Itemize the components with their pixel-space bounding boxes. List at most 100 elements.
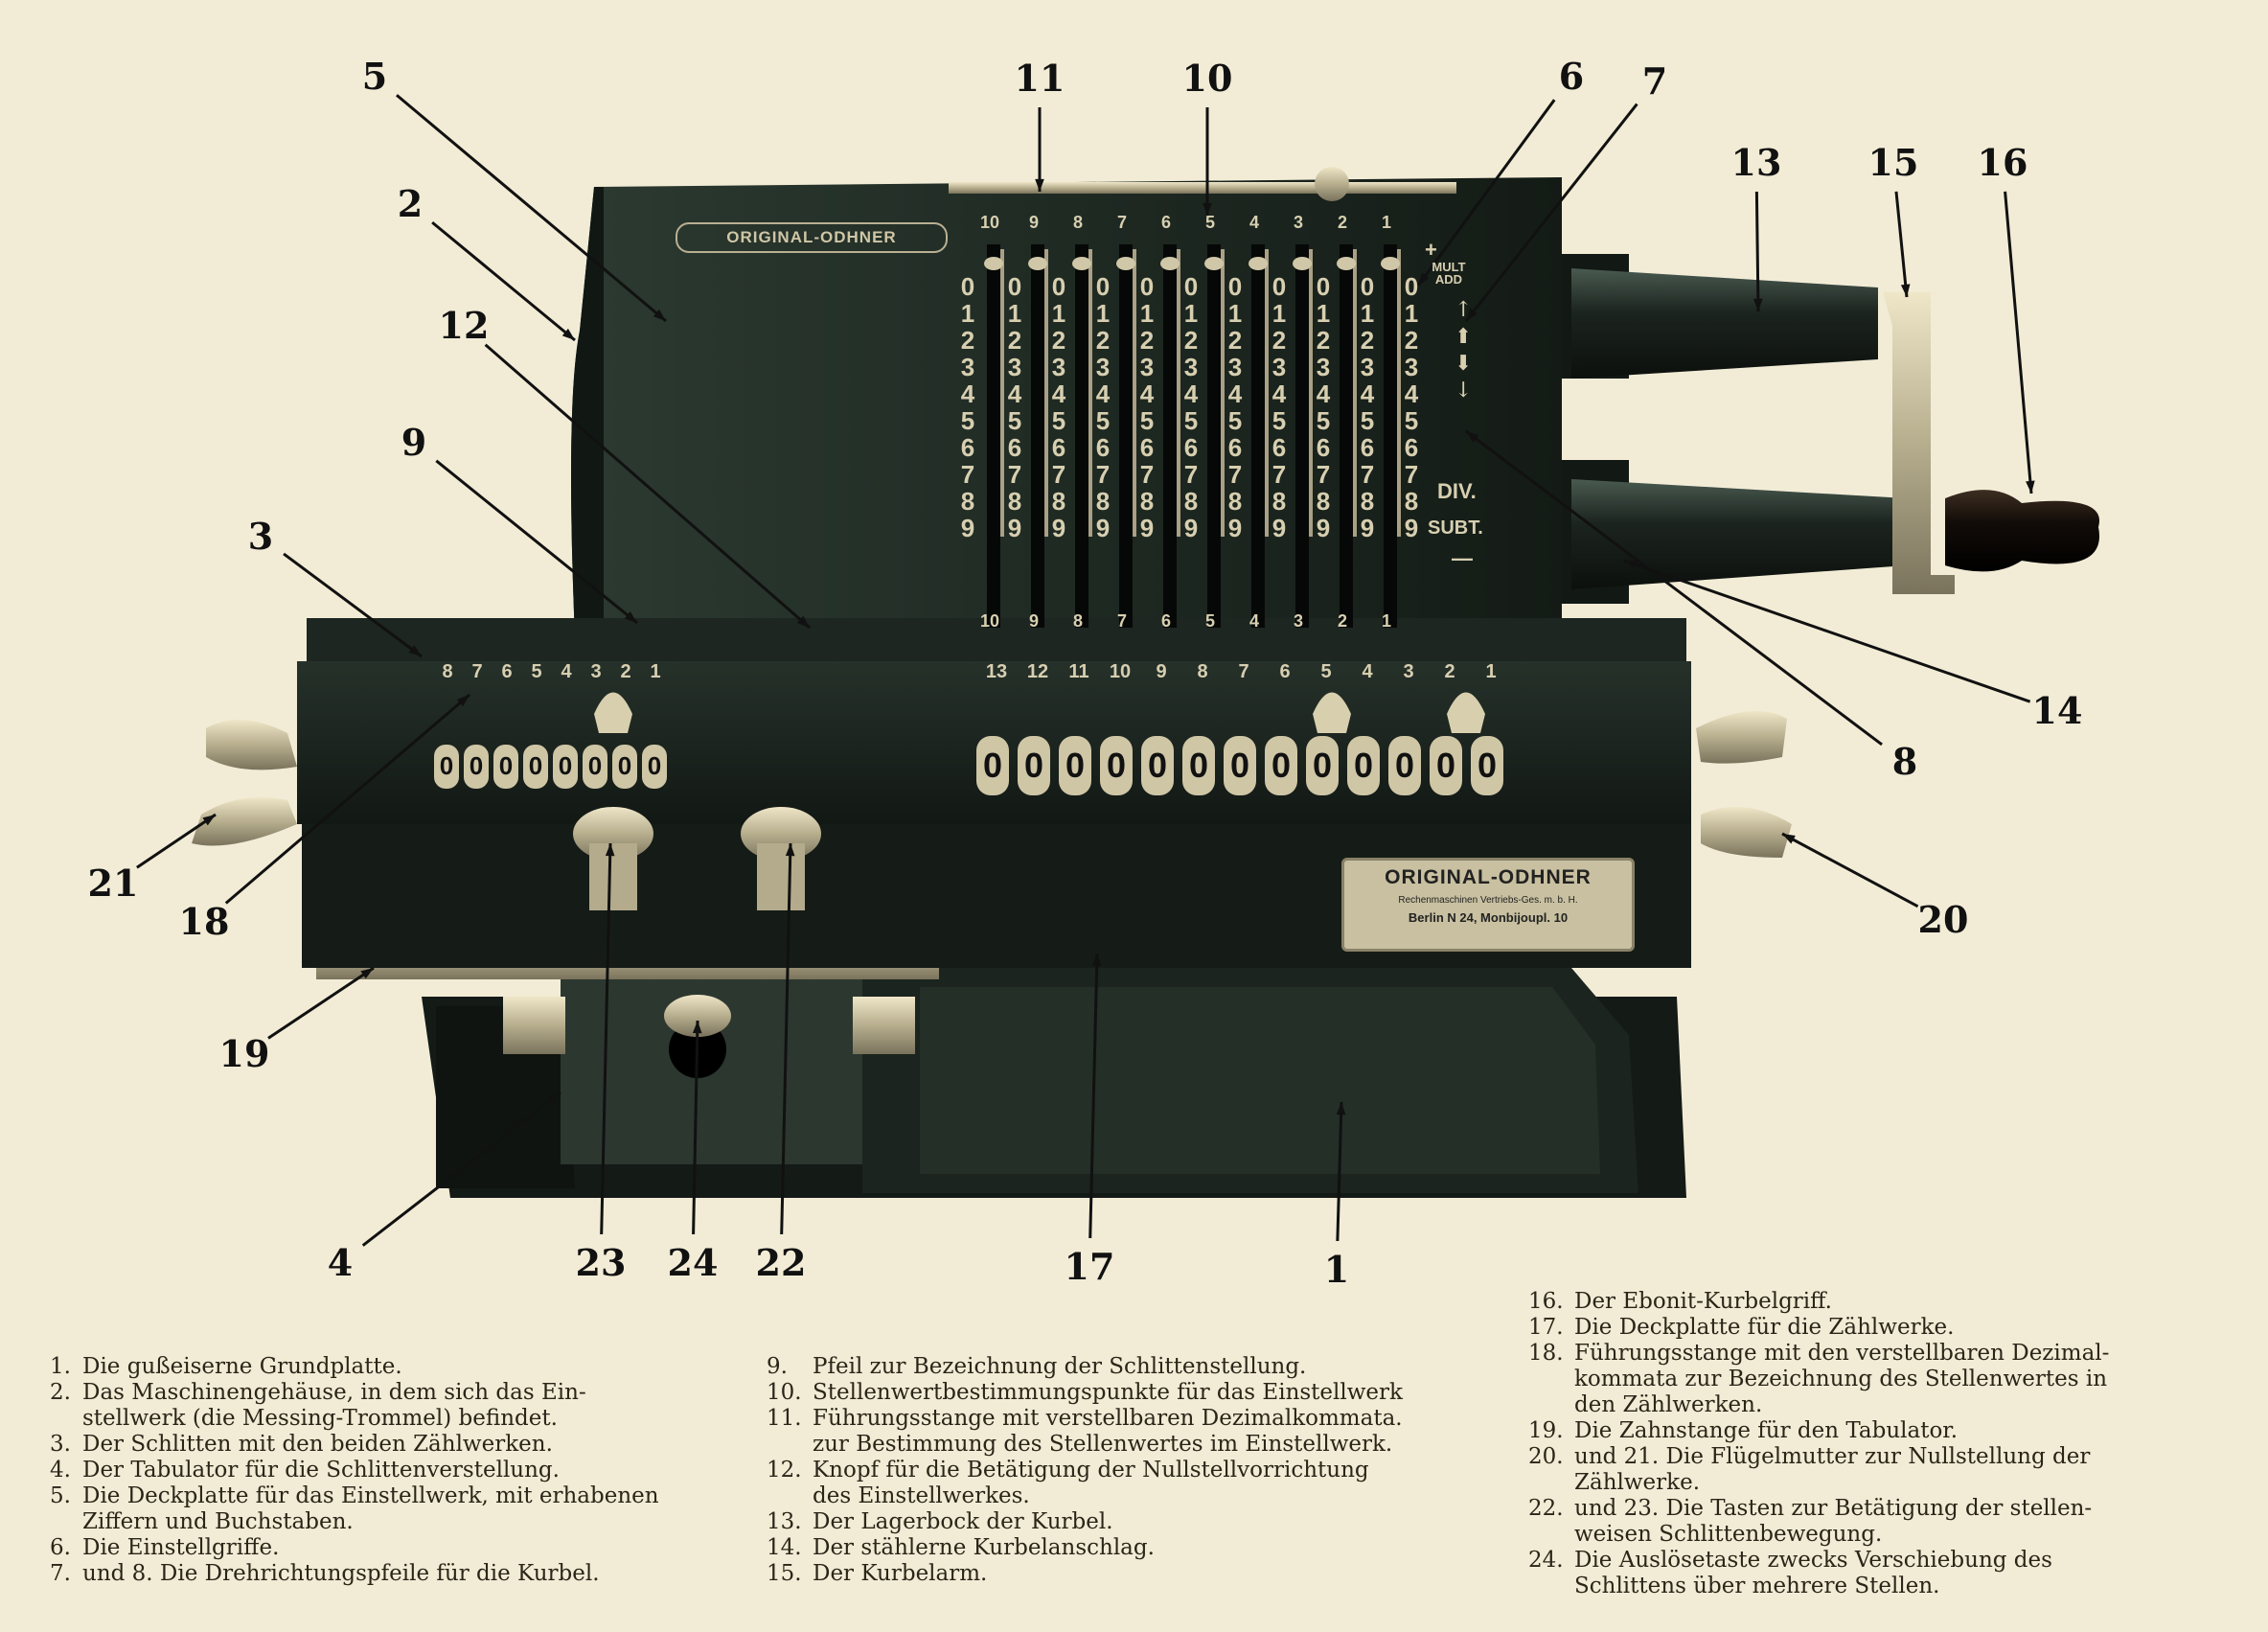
setting-digit: 1 xyxy=(1271,299,1287,328)
callout-13: 13 xyxy=(1730,141,1782,184)
legend-column-1: 1.Die gußeiserne Grundplatte.2.Das Masch… xyxy=(50,1354,721,1587)
legend-text: Knopf für die Betätigung der Nullstellvo… xyxy=(813,1458,1476,1509)
wing-nut-21-lower[interactable] xyxy=(192,797,297,846)
leader-arrow-17 xyxy=(1091,954,1102,967)
setting-digit: 0 xyxy=(1360,272,1375,301)
legend-line: Knopf für die Betätigung der Nullstellvo… xyxy=(813,1458,1369,1483)
legend-item: 24.Die Auslösetaste zwecks Verschiebung … xyxy=(1528,1548,2189,1599)
setting-digit: 3 xyxy=(1051,353,1066,381)
left-counter-position-7: 7 xyxy=(471,661,483,682)
setting-digit: 2 xyxy=(1360,326,1375,355)
leader-arrow-6 xyxy=(1418,272,1430,286)
left-counter-window xyxy=(464,745,489,789)
setting-lever-10[interactable] xyxy=(984,257,1003,270)
legend-number: 6. xyxy=(50,1535,71,1560)
setting-digit: 7 xyxy=(1227,460,1243,489)
decimal-marker[interactable] xyxy=(1447,692,1485,734)
setting-digit: 0 xyxy=(1183,272,1199,301)
legend-line: kommata zur Bezeichnung des Stellenwerte… xyxy=(1574,1367,2108,1391)
right-counter-window xyxy=(1265,736,1297,795)
legend-text: Führungsstange mit den verstellbaren Dez… xyxy=(1574,1341,2189,1418)
setting-slot xyxy=(987,244,1000,628)
leader-arrow-14 xyxy=(1624,560,1638,569)
setting-digit: 8 xyxy=(1095,487,1111,516)
rail-knob[interactable] xyxy=(1315,167,1349,201)
setting-lever-5[interactable] xyxy=(1204,257,1224,270)
setting-digit: 3 xyxy=(1007,353,1022,381)
setting-position-bottom-4: 4 xyxy=(1249,611,1259,631)
right-counter-digit: 0 xyxy=(1353,746,1374,785)
setting-digit: 6 xyxy=(1007,433,1022,462)
counter-windows xyxy=(434,692,1503,795)
legend-line: und 21. Die Flügelmutter zur Nullstellun… xyxy=(1574,1444,2091,1469)
legend-column-2: 9.Pfeil zur Bezeichnung der Schlittenste… xyxy=(767,1354,1476,1587)
decimal-marker[interactable] xyxy=(594,692,632,734)
setting-digit: 6 xyxy=(1051,433,1066,462)
legend-line: Zählwerke. xyxy=(1574,1470,1701,1495)
setting-slot xyxy=(1340,244,1353,628)
left-counter-position-8: 8 xyxy=(442,661,453,682)
setting-digit: 9 xyxy=(1227,514,1243,542)
decimal-marker[interactable] xyxy=(1313,692,1351,734)
legend-number: 4. xyxy=(50,1458,71,1483)
legend-number: 17. xyxy=(1528,1315,1564,1340)
callout-10: 10 xyxy=(1181,57,1233,100)
release-key-24[interactable] xyxy=(664,995,731,1037)
setting-digit: 4 xyxy=(1271,379,1287,408)
legend-line: Der Tabulator für die Schlittenverstellu… xyxy=(82,1458,560,1483)
legend-number: 18. xyxy=(1528,1341,1564,1366)
setting-digit: 4 xyxy=(1183,379,1199,408)
right-counter-digit: 0 xyxy=(1065,746,1086,785)
right-counter-window xyxy=(1388,736,1421,795)
leader-arrow-18 xyxy=(456,695,470,707)
legend-item: 4. Der Tabulator für die Schlittenverstel… xyxy=(50,1458,721,1483)
leader-line-23 xyxy=(600,842,612,1235)
setting-lever-8[interactable] xyxy=(1072,257,1091,270)
setting-slot-rule xyxy=(1397,249,1401,537)
legend-text: und 23. Die Tasten zur Betätigung der st… xyxy=(1574,1496,2189,1548)
setting-digit: 9 xyxy=(1051,514,1066,542)
left-counter-window xyxy=(642,745,667,789)
setting-digit: 6 xyxy=(1183,433,1199,462)
leader-arrow-5 xyxy=(653,309,666,321)
setting-digit: 3 xyxy=(1271,353,1287,381)
setting-lever-7[interactable] xyxy=(1116,257,1135,270)
legend-item: 1.Die gußeiserne Grundplatte. xyxy=(50,1354,721,1380)
leader-line-18 xyxy=(224,693,470,905)
setting-digit: 8 xyxy=(1007,487,1022,516)
setting-position-10: 10 xyxy=(979,213,1000,232)
wing-nut-21[interactable] xyxy=(206,720,297,770)
setting-lever-2[interactable] xyxy=(1337,257,1356,270)
legend-number: 13. xyxy=(767,1509,802,1534)
wing-nut-20-lower[interactable] xyxy=(1701,807,1792,858)
setting-digit: 1 xyxy=(1051,299,1066,328)
legend-text: Führungsstange mit verstellbaren Dezimal… xyxy=(813,1406,1476,1458)
setting-lever-9[interactable] xyxy=(1028,257,1047,270)
setting-lever-3[interactable] xyxy=(1293,257,1312,270)
setting-digit: 7 xyxy=(1095,460,1111,489)
legend-number: 5. xyxy=(50,1483,71,1508)
legend-line: Das Maschinengehäuse, in dem sich das Ei… xyxy=(82,1380,586,1405)
setting-digit: 8 xyxy=(1139,487,1155,516)
setting-lever-4[interactable] xyxy=(1249,257,1268,270)
setting-slot xyxy=(1207,244,1221,628)
legend-item: 16.Der Ebonit-Kurbelgriff. xyxy=(1528,1289,2189,1315)
setting-lever-6[interactable] xyxy=(1160,257,1180,270)
setting-slot-rule xyxy=(1221,249,1225,537)
leader-arrow-21 xyxy=(202,815,216,826)
crank-arm[interactable] xyxy=(1883,292,1955,594)
legend-text: Das Maschinengehäuse, in dem sich das Ei… xyxy=(82,1380,721,1432)
setting-digit: 7 xyxy=(1316,460,1331,489)
setting-digit: 7 xyxy=(1360,460,1375,489)
setting-digit: 8 xyxy=(1316,487,1331,516)
leader-line-24 xyxy=(692,1020,699,1235)
leader-arrow-24 xyxy=(692,1021,702,1034)
setting-digit: 4 xyxy=(1095,379,1111,408)
setting-lever-1[interactable] xyxy=(1381,257,1400,270)
crank-handle-ebonite[interactable] xyxy=(1945,490,2099,572)
legend-item: 3.Der Schlitten mit den beiden Zählwerke… xyxy=(50,1432,721,1458)
setting-digit: 2 xyxy=(1139,326,1155,355)
wing-nut-20[interactable] xyxy=(1696,711,1787,764)
legend-number: 7. xyxy=(50,1561,71,1586)
setting-digit: 5 xyxy=(1095,406,1111,435)
